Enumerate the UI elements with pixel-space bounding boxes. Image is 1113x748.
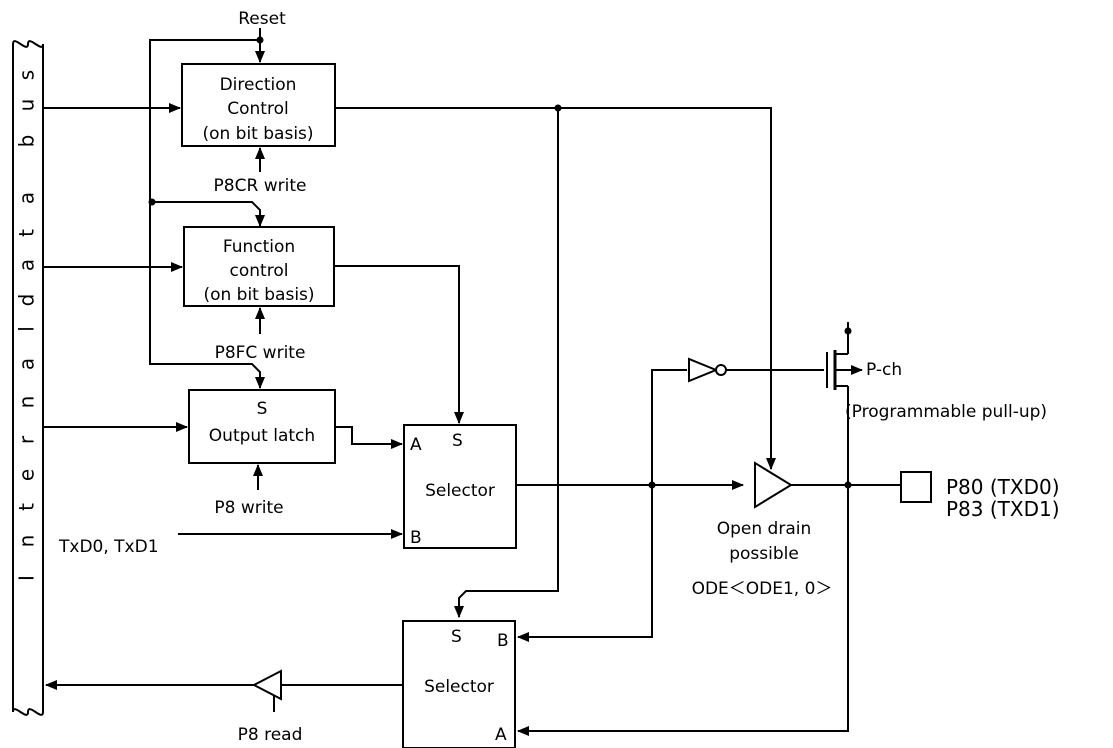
output-latch-label: Output latch xyxy=(209,426,315,446)
output-selector-port-b: B xyxy=(410,528,422,548)
input-selector-port-a: A xyxy=(495,725,507,745)
p8-read-label: P8 read xyxy=(238,725,303,745)
function-control-block: Function control (on bit basis) xyxy=(183,226,335,307)
input-selector-block: S B Selector A xyxy=(402,620,516,748)
pin-label-p83: P83 (TXD1) xyxy=(946,497,1060,521)
bus-letter: a xyxy=(15,192,39,204)
bus-letter: e xyxy=(15,469,39,481)
txd-label: TxD0, TxD1 xyxy=(58,537,159,557)
inverter-icon xyxy=(688,357,727,383)
function-to-selector-wire xyxy=(334,265,464,424)
pullup-label: (Programmable pull-up) xyxy=(845,402,1047,422)
direction-control-line2: Control xyxy=(227,99,288,119)
function-control-line1: Function xyxy=(223,237,295,257)
output-feedback-wire xyxy=(517,485,653,642)
inverter-input-wire xyxy=(651,369,687,485)
bus-letter: u xyxy=(15,99,39,112)
bus-letter: s xyxy=(15,70,39,80)
reset-wiring xyxy=(148,28,265,389)
bus-letter: t xyxy=(15,229,39,237)
bus-letter: b xyxy=(15,135,39,148)
p8cr-write-label: P8CR write xyxy=(214,176,307,196)
bus-letter: r xyxy=(15,435,39,444)
direction-control-line1: Direction xyxy=(220,75,297,95)
bus-letter: a xyxy=(15,358,39,370)
output-selector-block: A S Selector B xyxy=(403,424,517,549)
pch-transistor-icon xyxy=(826,322,863,485)
direction-control-block: Direction Control (on bit basis) xyxy=(181,63,336,147)
bus-letter: l xyxy=(15,326,39,332)
latch-to-selector-wire xyxy=(335,426,403,449)
output-latch-block: S Output latch xyxy=(188,389,336,464)
reset-label: Reset xyxy=(238,9,286,29)
p8-write-label: P8 write xyxy=(214,498,283,518)
internal-data-bus: In t e r n a l d a t a b u s xyxy=(12,40,44,716)
p8fc-write-label: P8FC write xyxy=(215,343,306,363)
input-selector-port-b: B xyxy=(497,631,509,651)
function-control-line3: (on bit basis) xyxy=(203,285,314,305)
pin-pad-icon xyxy=(900,471,932,503)
input-selector-label: Selector xyxy=(424,677,494,697)
bus-letter: I xyxy=(15,575,39,581)
output-selector-port-a: A xyxy=(410,435,422,455)
function-control-line2: control xyxy=(230,261,289,281)
direction-to-input-selector-wire xyxy=(454,108,559,618)
bus-letter: n xyxy=(15,535,39,548)
bus-letter: t xyxy=(15,503,39,511)
bus-letter: n xyxy=(15,396,39,409)
pin-label-p80: P80 (TXD0) xyxy=(946,475,1060,499)
output-buffer-icon xyxy=(754,461,793,509)
output-latch-s: S xyxy=(257,399,268,419)
direction-control-line3: (on bit basis) xyxy=(202,124,313,144)
read-buffer-icon xyxy=(251,669,282,712)
input-selector-port-s: S xyxy=(451,627,462,647)
output-selector-label: Selector xyxy=(425,481,495,501)
direction-to-buffer-wire xyxy=(335,107,776,470)
pin-feedback-wire xyxy=(517,485,849,736)
pch-label: P-ch xyxy=(866,360,902,380)
open-drain-line2: possible xyxy=(729,544,799,564)
bus-letter: a xyxy=(15,259,39,271)
ode-label: ODE＜ODE1, 0＞ xyxy=(692,579,833,599)
bus-letter: d xyxy=(15,294,39,307)
output-selector-port-s: S xyxy=(452,431,463,451)
open-drain-line1: Open drain xyxy=(717,519,812,539)
